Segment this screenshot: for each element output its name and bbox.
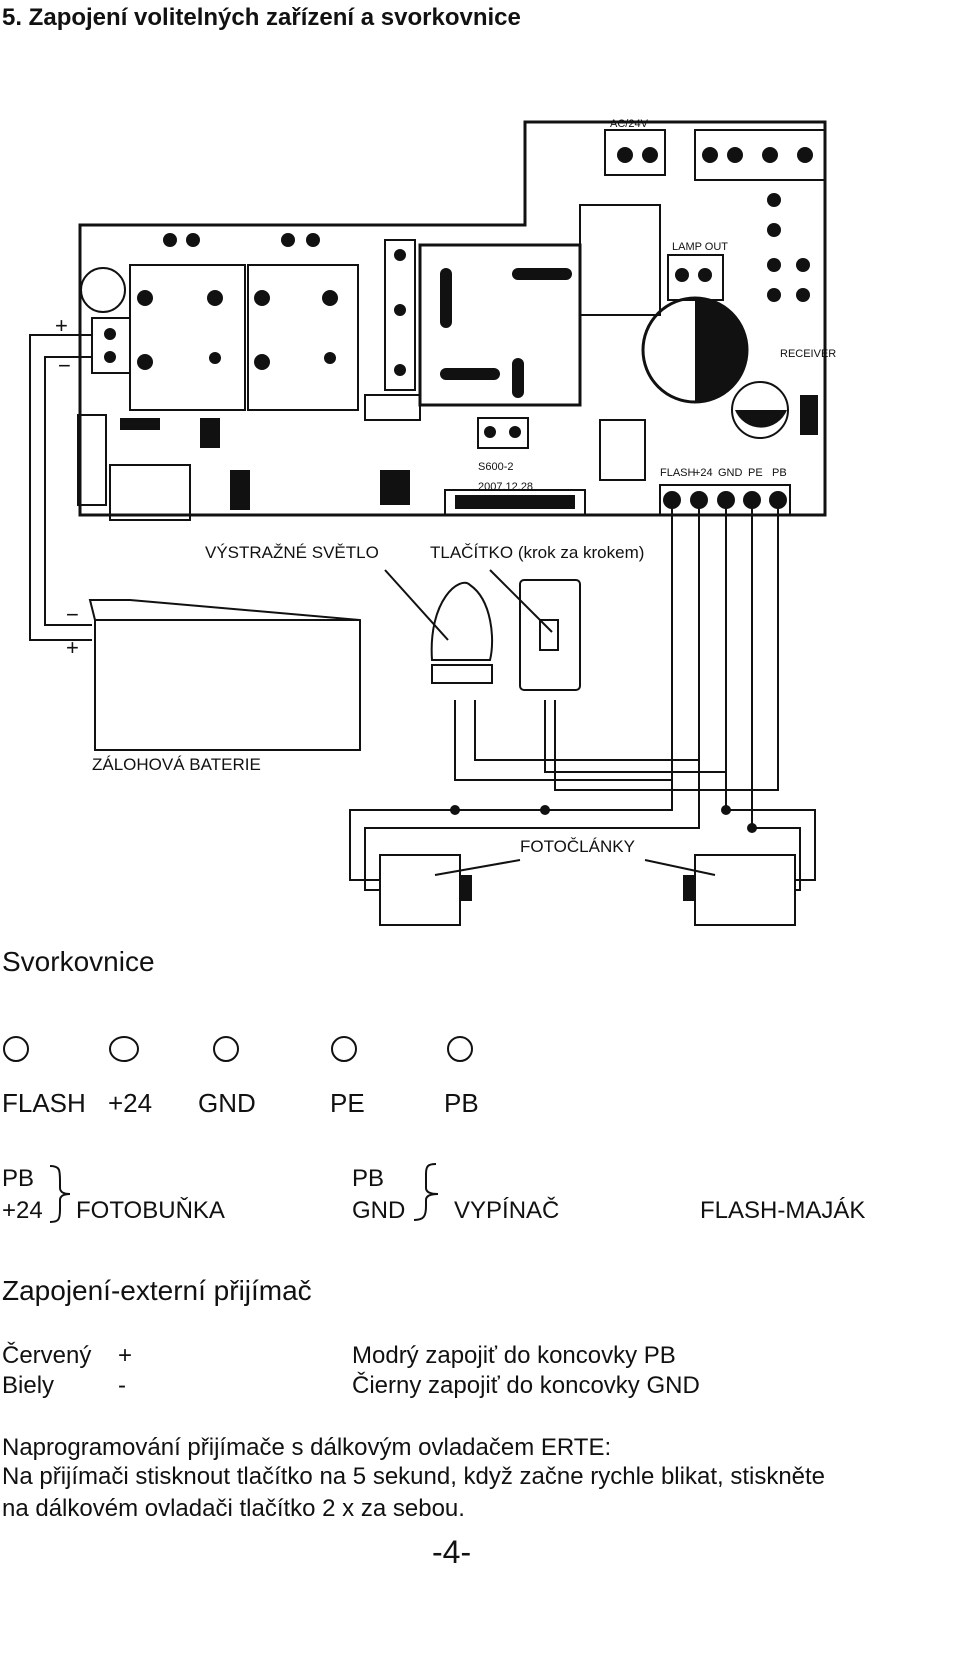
receiver-row2-sign: -: [118, 1372, 126, 1399]
relay-2: [247, 264, 359, 411]
svg-text:GND: GND: [718, 467, 743, 479]
page-number: -4-: [432, 1534, 472, 1570]
pcb-outline: [78, 120, 827, 517]
relay-rl1: [579, 204, 661, 316]
terminal-circles: [3, 1036, 473, 1062]
group2-brace: [413, 1163, 439, 1221]
group2-name: VYPÍNAČ: [454, 1197, 560, 1224]
label-warning-light: VÝSTRAŽNÉ SVĚTLO: [205, 543, 379, 562]
terminal-circle-gnd: [213, 1036, 239, 1062]
svg-text:PE: PE: [748, 467, 763, 479]
battery: [88, 599, 361, 751]
svg-text:FLASH: FLASH: [660, 467, 696, 479]
terminal-circle-pb: [447, 1036, 473, 1062]
programming-line1: Naprogramování přijímače s dálkovým ovla…: [2, 1434, 612, 1461]
label-photocells: FOTOČLÁNKY: [520, 837, 635, 856]
group1-bottom: +24: [2, 1197, 43, 1224]
receiver-row2-desc: Čierny zapojiť do koncovky GND: [352, 1372, 700, 1399]
svg-text:−: −: [66, 602, 79, 627]
photocell-left: [379, 854, 461, 926]
group1-brace: [49, 1165, 71, 1223]
group1-name: FOTOBUŇKA: [76, 1197, 225, 1224]
transformer: [418, 243, 582, 407]
svg-text:PB: PB: [772, 467, 787, 479]
svg-text:RECEIVER: RECEIVER: [780, 348, 836, 360]
section-heading: 5. Zapojení volitelných zařízení a svork…: [2, 4, 521, 31]
label-battery: ZÁLOHOVÁ BATERIE: [92, 755, 261, 774]
receiver-row1-desc: Modrý zapojiť do koncovky PB: [352, 1342, 676, 1369]
terminal-title: Svorkovnice: [2, 946, 155, 977]
bat-terminal: [91, 317, 131, 374]
svg-text:S600-2: S600-2: [478, 461, 513, 473]
group3-name: FLASH-MAJÁK: [700, 1197, 866, 1224]
svg-text:+24: +24: [694, 467, 713, 479]
receiver-row1-sign: +: [118, 1342, 133, 1369]
svg-text:2007.12.28: 2007.12.28: [478, 481, 533, 493]
wiring-diagram: AC/24V LAMP OUT RECEIVER FLASH +24 GND P…: [29, 118, 836, 926]
programming-line2: Na přijímači stisknout tlačítko na 5 sek…: [2, 1463, 826, 1490]
warning-light: [430, 582, 494, 661]
mains-terminal: [694, 129, 826, 181]
svg-text:−: −: [58, 353, 71, 378]
group2-bottom: GND: [352, 1197, 406, 1224]
terminal-circle-24: [109, 1036, 139, 1062]
terminal-label-pe: PE: [330, 1088, 365, 1118]
svg-text:+: +: [55, 313, 68, 338]
programming-line3: na dálkovém ovladači tlačítko 2 x za seb…: [2, 1495, 465, 1522]
terminal-label-24: +24: [108, 1088, 153, 1118]
terminal-label-gnd: GND: [198, 1088, 256, 1118]
small-capacitor: [731, 381, 789, 439]
group1-top: PB: [2, 1165, 35, 1192]
receiver-title: Zapojení-externí přijímač: [2, 1275, 312, 1306]
receiver-row2-color: Biely: [2, 1372, 55, 1399]
ac-terminal: [604, 129, 666, 176]
terminal-label-flash: FLASH: [2, 1088, 86, 1118]
receiver-row1-color: Červený: [2, 1342, 92, 1369]
relay-1: [129, 264, 246, 411]
svg-text:LAMP OUT: LAMP OUT: [672, 241, 728, 253]
group2-top: PB: [352, 1165, 385, 1192]
push-button: [519, 579, 581, 691]
terminal-label-pb: PB: [444, 1088, 479, 1118]
label-button: TLAČÍTKO (krok za krokem): [430, 543, 644, 562]
photocell-right: [694, 854, 796, 926]
terminal-circle-pe: [331, 1036, 357, 1062]
terminal-circle-flash: [3, 1036, 29, 1062]
svg-text:+: +: [66, 635, 79, 660]
svg-text:AC/24V: AC/24V: [610, 118, 649, 130]
